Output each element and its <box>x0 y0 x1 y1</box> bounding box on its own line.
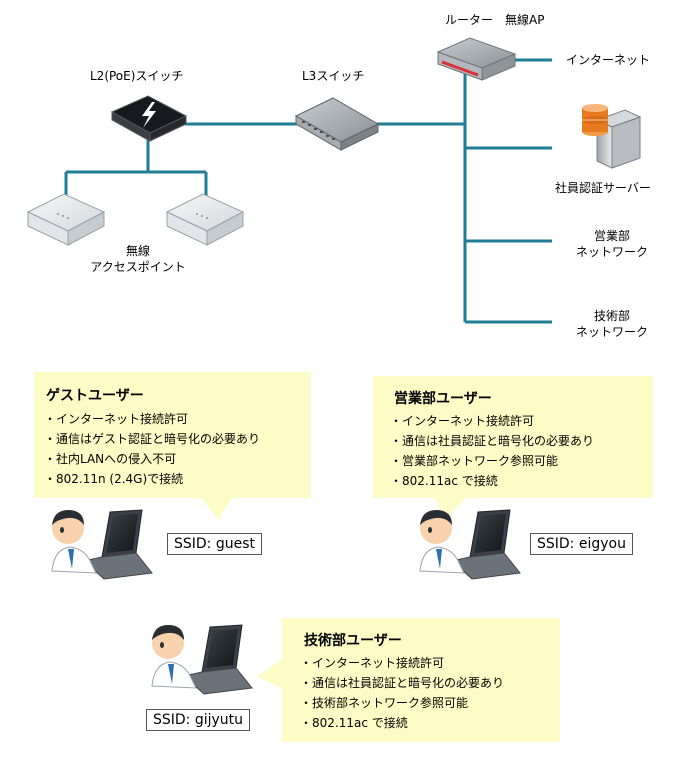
guest-item-4: ・802.11n (2.4G)で接続 <box>44 472 184 486</box>
network-links <box>64 58 552 324</box>
tech-item-2: ・通信は社員認証と暗号化の必要あり <box>300 676 505 690</box>
sales-network-line-1: 営業部 <box>593 229 630 243</box>
tech-network-line-2: ネットワーク <box>575 325 648 339</box>
guest-user-laptop-icon <box>51 509 153 580</box>
access-point-label: 無線 アクセスポイント <box>76 243 200 275</box>
auth-server-label: 社員認証サーバー <box>555 181 651 195</box>
tech-item-3: ・技術部ネットワーク参照可能 <box>300 696 469 710</box>
internet-label: インターネット <box>566 53 651 67</box>
auth-server-icon <box>582 104 642 169</box>
sales-item-3: ・営業部ネットワーク参照可能 <box>390 454 559 468</box>
sales-network-label: 営業部 ネットワーク <box>560 228 664 260</box>
l3-switch-icon <box>294 97 380 151</box>
ssid-gijyutu-label: SSID: gijyutu <box>146 709 251 731</box>
access-point-line-1: 無線 <box>125 244 150 258</box>
bubble-sales <box>373 376 653 520</box>
tech-bubble-title: 技術部ユーザー <box>304 633 402 649</box>
router-icon <box>436 37 517 81</box>
ssid-guest-label: SSID: guest <box>167 533 263 555</box>
bubble-guest <box>34 372 311 520</box>
sales-network-line-2: ネットワーク <box>575 245 648 259</box>
guest-item-2: ・通信はゲスト認証と暗号化の必要あり <box>44 432 261 446</box>
guest-item-3: ・社内LANへの侵入不可 <box>44 452 177 466</box>
sales-item-2: ・通信は社員認証と暗号化の必要あり <box>390 434 595 448</box>
router-label: ルーター 無線AP <box>445 13 545 27</box>
tech-network-line-1: 技術部 <box>593 309 630 323</box>
sales-user-laptop-icon <box>419 509 521 580</box>
access-point-line-2: アクセスポイント <box>90 260 186 274</box>
tech-item-4: ・802.11ac で接続 <box>300 716 408 730</box>
sales-item-1: ・インターネット接続許可 <box>390 414 535 428</box>
tech-user-laptop-icon <box>151 624 253 695</box>
sales-item-4: ・802.11ac で接続 <box>390 474 498 488</box>
ssid-eigyou-label: SSID: eigyou <box>530 533 633 555</box>
tech-network-label: 技術部 ネットワーク <box>560 308 664 340</box>
l3-switch-label: L3スイッチ <box>302 69 365 83</box>
access-point-icon-1 <box>26 193 106 246</box>
tech-item-1: ・インターネット接続許可 <box>300 656 445 670</box>
guest-bubble-title: ゲストユーザー <box>46 388 144 404</box>
l2-poe-switch-icon <box>110 95 188 142</box>
bubble-tech <box>257 618 560 742</box>
l2-switch-label: L2(PoE)スイッチ <box>90 69 184 83</box>
sales-bubble-title: 営業部ユーザー <box>394 391 492 407</box>
guest-item-1: ・インターネット接続許可 <box>44 412 189 426</box>
access-point-icon-2 <box>165 193 245 246</box>
